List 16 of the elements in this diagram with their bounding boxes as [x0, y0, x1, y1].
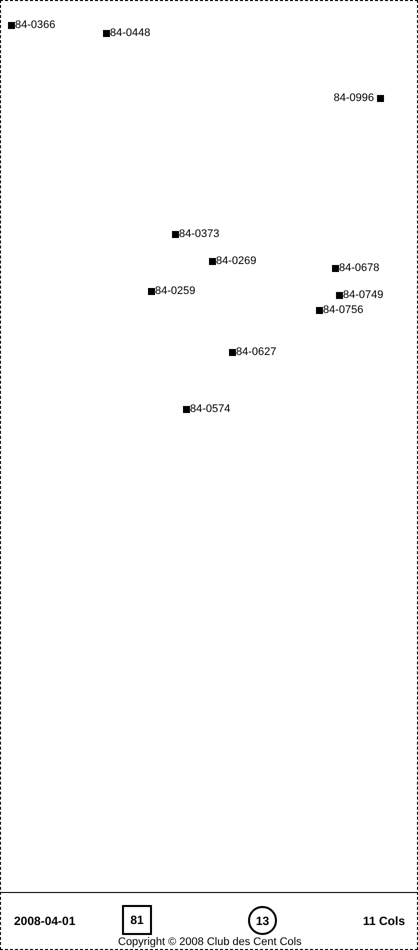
point-label: 84-0749 [343, 289, 384, 302]
point-label: 84-0373 [179, 228, 220, 241]
count-box: 81 [122, 905, 152, 935]
point-label: 84-0269 [216, 255, 256, 268]
point-label: 84-0366 [15, 19, 56, 32]
col-count-text: 11 Cols [363, 914, 406, 928]
point-label: 84-0627 [236, 346, 276, 359]
point-label: 84-0259 [155, 285, 196, 298]
point-label: 84-0678 [339, 262, 380, 275]
point-label: 84-0448 [110, 27, 150, 40]
date-text: 2008-04-01 [14, 914, 76, 928]
copyright-text: Copyright © 2008 Club des Cent Cols [118, 936, 302, 949]
point-label: 84-0574 [190, 403, 230, 416]
count-circle: 13 [248, 906, 277, 935]
point-label: 84-0996 [334, 92, 374, 105]
point-label: 84-0756 [323, 304, 364, 317]
